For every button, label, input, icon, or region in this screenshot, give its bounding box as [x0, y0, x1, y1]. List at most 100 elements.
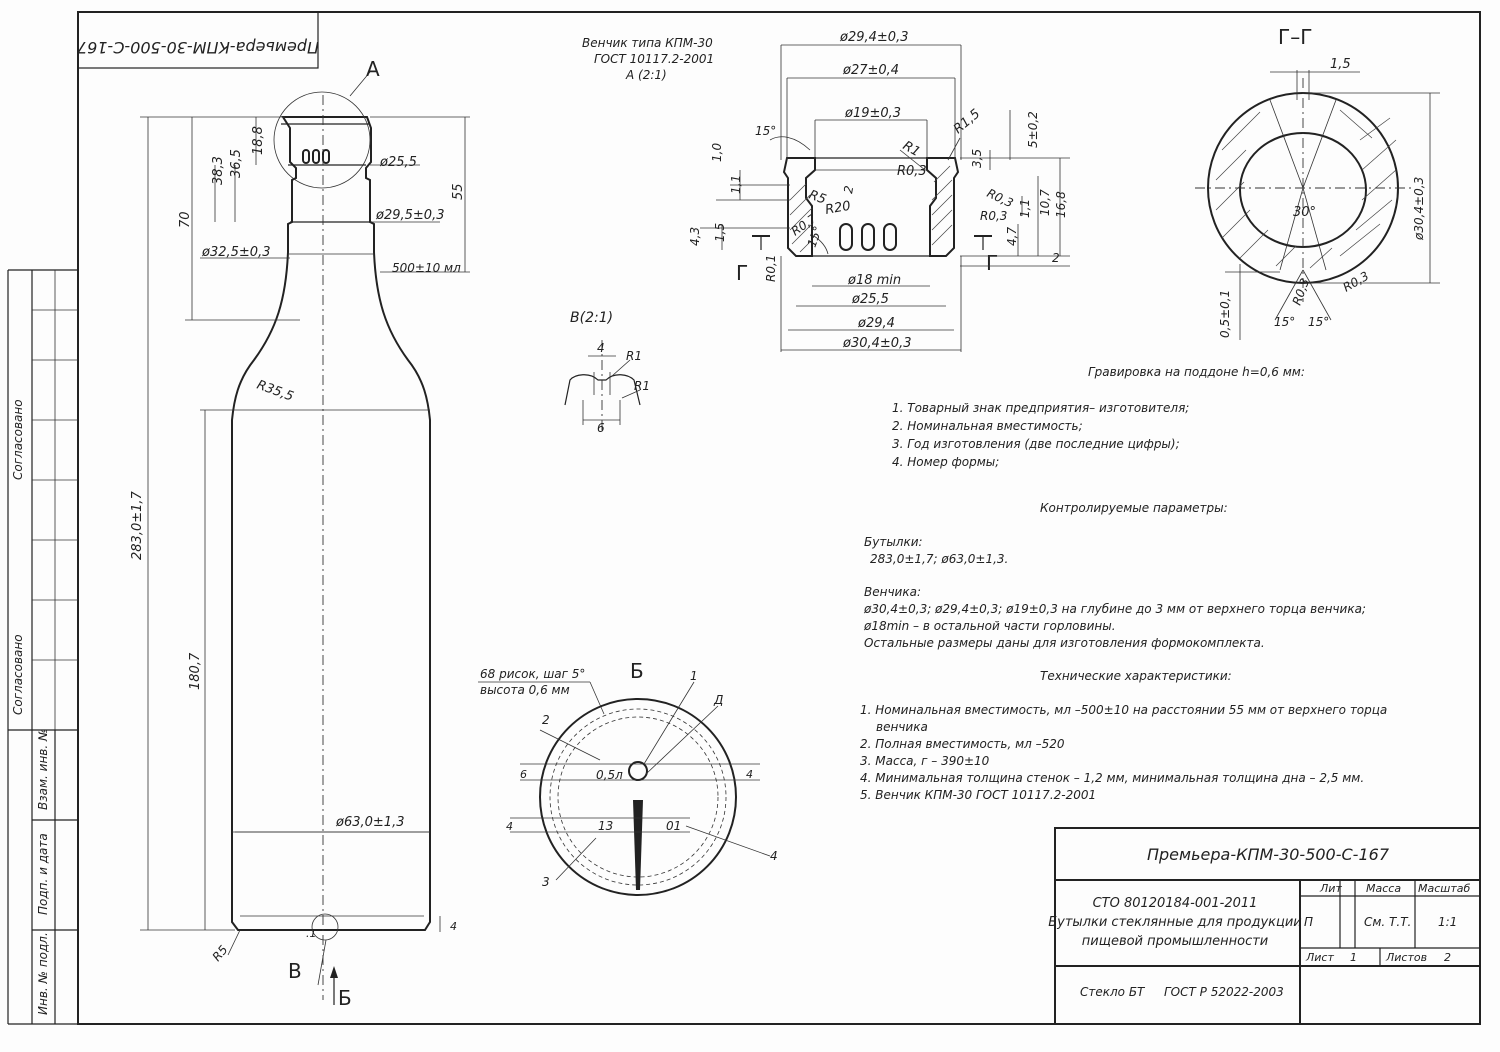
finish-r0-3c: R0,3	[980, 209, 1007, 223]
view-b-arrow-label: Б	[338, 986, 352, 1010]
bottom-vol-label: 0,5л	[596, 768, 623, 782]
dim-d32-5: ø32,5±0,3	[201, 245, 270, 260]
engraving-2: 2. Номинальная вместимость;	[892, 419, 1083, 433]
bottles-values: 283,0±1,7; ø63,0±1,3.	[870, 552, 1008, 566]
finish-line-1: ø30,4±0,3; ø29,4±0,3; ø19±0,3 на глубине…	[863, 602, 1366, 616]
title-standard: СТО 80120184-001-2011	[1093, 896, 1258, 911]
finish-d30-4: ø30,4±0,3	[842, 336, 911, 351]
finish-d18min: ø18 min	[847, 273, 901, 288]
val-mass: См. Т.Т.	[1364, 915, 1411, 929]
agreed-label-2: Согласовано	[11, 634, 25, 715]
replaced-inv-label: Взам. инв. №	[36, 729, 50, 810]
bottom-note-1: 68 рисок, шаг 5°	[480, 667, 585, 681]
detail-v-r1b: R1	[634, 379, 650, 393]
gg-r0-3b: R0,3	[1290, 276, 1313, 307]
dim-70: 70	[178, 211, 193, 228]
finish-1-1b: 1,1	[729, 175, 743, 194]
finish-1-0: 1,0	[710, 143, 724, 162]
finish-line-3: Остальные размеры даны для изготовления …	[864, 636, 1265, 650]
finish-4-3: 4,3	[688, 227, 702, 246]
bottom-dim-4a: 4	[746, 768, 753, 781]
section-g-g: Г–Г 1	[1195, 25, 1440, 340]
bottom-year-label: 13	[598, 819, 613, 833]
title-block: Премьера-КПМ-30-500-С-167 СТО 80120184-0…	[1048, 827, 1481, 1025]
dim-283: 283,0±1,7	[130, 490, 145, 560]
val-lit: П	[1304, 915, 1313, 929]
title-name-1: Бутылки стеклянные для продукции	[1048, 915, 1302, 930]
finish-2b: 2	[1052, 251, 1060, 265]
val-scale: 1:1	[1438, 915, 1457, 929]
finish-d27: ø27±0,4	[842, 63, 899, 78]
engraving-1: 1. Товарный знак предприятия– изготовите…	[892, 401, 1189, 415]
finish-5: 5±0,2	[1026, 111, 1040, 148]
tech-1b: венчика	[876, 720, 928, 734]
tech-3: 3. Масса, г – 390±10	[860, 754, 990, 768]
dim-d63: ø63,0±1,3	[335, 815, 404, 830]
dim-d25-5: ø25,5	[379, 155, 417, 170]
dim-38-3: 38,3	[211, 156, 226, 185]
sheets-label: Листов	[1385, 951, 1427, 964]
finish-line-2: ø18min – в остальной части горловины.	[863, 619, 1116, 633]
gg-30deg: 30°	[1293, 205, 1316, 220]
dim-r35-5: R35,5	[255, 378, 296, 405]
tech-1a: 1. Номинальная вместимость, мл –500±10 н…	[860, 703, 1387, 717]
bottom-dim-4b: 4	[506, 820, 513, 833]
gg-15deg-a: 15°	[1274, 315, 1295, 329]
engraving-title: Гравировка на поддоне h=0,6 мм:	[1088, 365, 1305, 379]
notes: Гравировка на поддоне h=0,6 мм: 1. Товар…	[860, 365, 1387, 802]
top-title-text: Премьера-КПМ-30-500-С-167	[76, 38, 319, 57]
col-scale: Масштаб	[1418, 882, 1470, 895]
finish-section-a: Венчик типа КПМ-30 ГОСТ 10117.2-2001 А (…	[582, 30, 1070, 352]
finish-2: 2	[841, 185, 856, 195]
engraving-3: 3. Год изготовления (две последние цифры…	[892, 437, 1180, 451]
bottom-dim-6: 6	[520, 768, 527, 781]
material: Стекло БТ	[1080, 985, 1146, 999]
inv-orig-label: Инв. № подл.	[36, 932, 50, 1015]
sheets-value: 2	[1444, 951, 1451, 964]
dim-bottom-4: 4	[450, 920, 457, 933]
bottom-note-2: высота 0,6 мм	[480, 683, 570, 697]
detail-v-4: 4	[597, 341, 605, 355]
dim-55: 55	[451, 183, 466, 200]
dim-r5: R5	[210, 943, 231, 964]
tech-4: 4. Минимальная толщина стенок – 1,2 мм, …	[860, 771, 1364, 785]
sheet-value: 1	[1350, 951, 1357, 964]
finish-label: Венчика:	[864, 585, 921, 599]
bottle-main-view: .1 А В Б ø25,5 ø29,5±0,3 ø32,5±0,3 500±1…	[130, 57, 470, 1010]
detail-v-6: 6	[597, 421, 605, 435]
tech-title: Технические характеристики:	[1040, 669, 1232, 683]
view-a-label: А	[366, 57, 380, 81]
finish-4-7: 4,7	[1005, 227, 1019, 246]
dim-volume: 500±10 мл	[392, 261, 461, 275]
detail-v-r1a: R1	[626, 349, 642, 363]
bottles-label: Бутылки:	[864, 535, 923, 549]
callout-2: 2	[542, 713, 550, 727]
section-gg-title: Г–Г	[1278, 25, 1312, 49]
finish-title-2: ГОСТ 10117.2-2001	[594, 52, 714, 66]
finish-hatch	[789, 165, 953, 253]
agreed-label-1: Согласовано	[11, 399, 25, 480]
finish-16-8: 16,8	[1054, 191, 1068, 218]
dim-d29-5: ø29,5±0,3	[375, 208, 444, 223]
finish-d29-4b: ø29,4	[857, 316, 895, 331]
finish-d29-4: ø29,4±0,3	[839, 30, 908, 45]
finish-r5: R5	[807, 188, 828, 208]
col-mass: Масса	[1366, 882, 1401, 895]
detail-v-title: В(2:1)	[570, 310, 613, 326]
dim-180-7: 180,7	[188, 652, 203, 690]
finish-15deg-a: 15°	[755, 124, 776, 138]
finish-r0-1: R0,1	[764, 255, 778, 282]
gg-0-5: 0,5±0,1	[1218, 290, 1232, 338]
finish-1-1a: 1,1	[1018, 199, 1032, 218]
bottom-view-title: Б	[630, 659, 644, 683]
finish-d19: ø19±0,3	[844, 106, 901, 121]
section-g-right: Г	[986, 251, 998, 275]
bottom-form-label: 01	[666, 819, 681, 833]
detail-v: В(2:1) 4 6 R1 R1	[564, 310, 650, 435]
sheet-label: Лист	[1305, 951, 1334, 964]
callout-1: 1	[690, 669, 698, 683]
gg-hatch	[1215, 109, 1397, 269]
title-name-2: пищевой промышленности	[1082, 934, 1269, 949]
finish-r0-3b: R0,3	[985, 186, 1016, 210]
title-designation: Премьера-КПМ-30-500-С-167	[1147, 845, 1390, 864]
